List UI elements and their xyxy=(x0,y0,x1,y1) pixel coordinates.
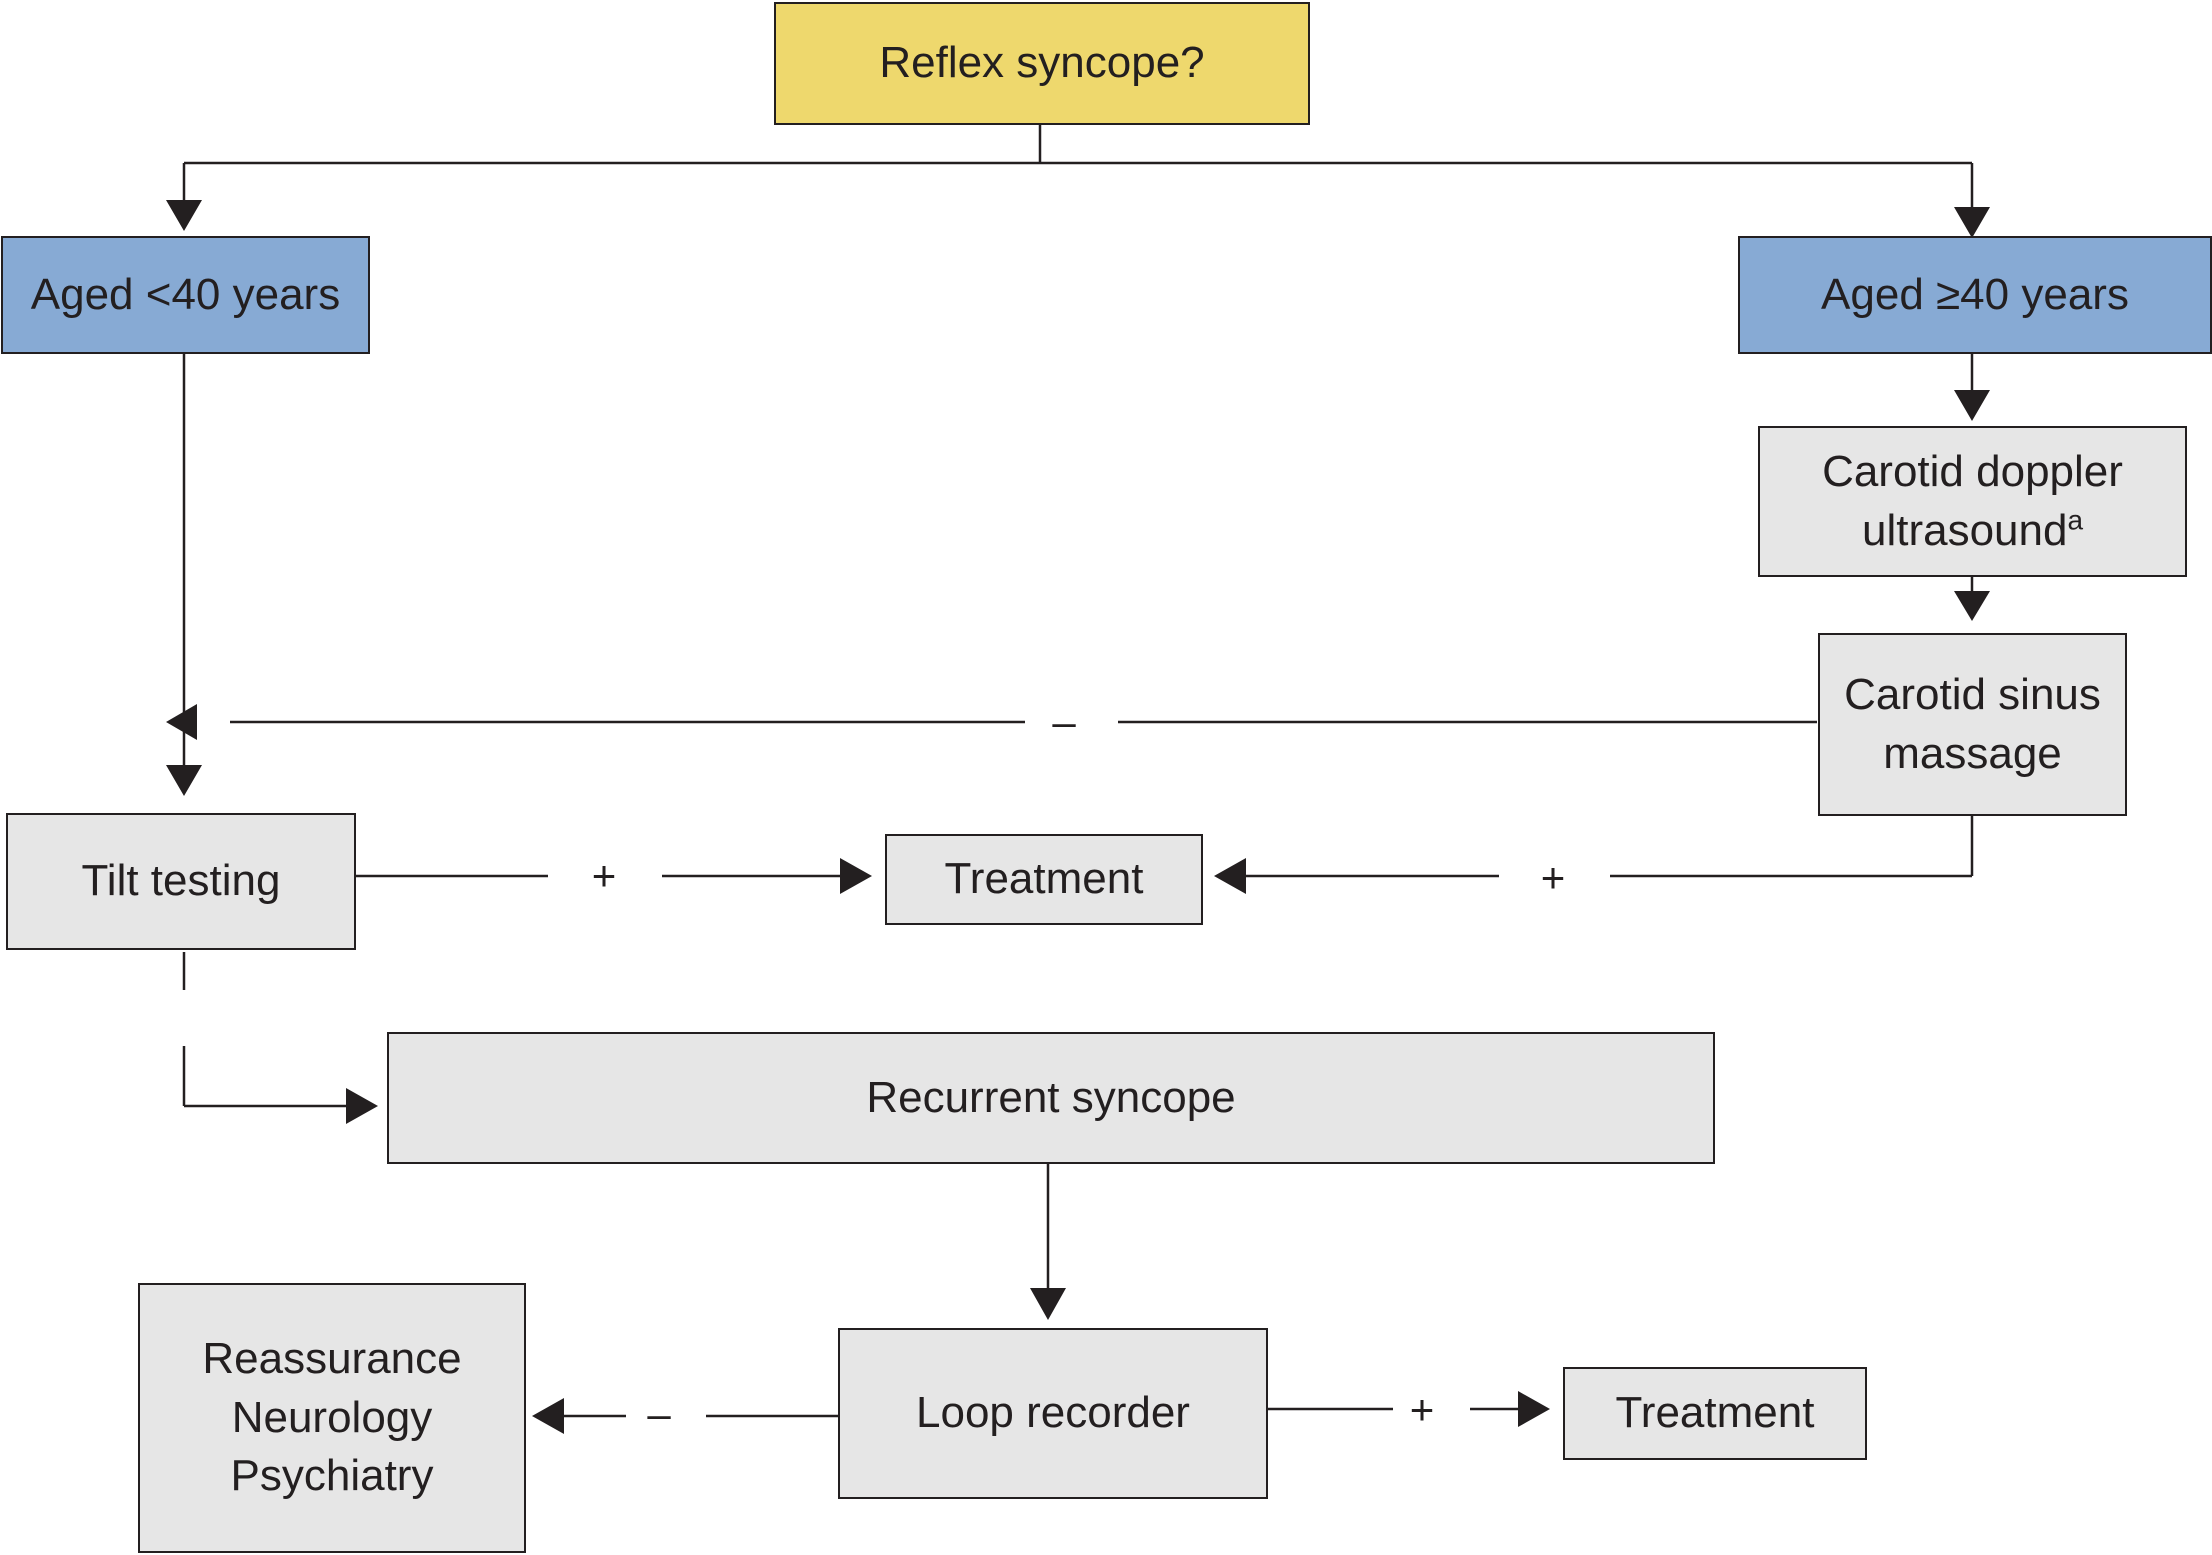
tilt-testing-node: Tilt testing xyxy=(6,813,356,950)
treatment-mid-label: Treatment xyxy=(944,854,1144,904)
arrowhead-to-doppler xyxy=(1954,390,1990,421)
arrowhead-to-referral xyxy=(532,1398,564,1434)
recurrent-syncope-label: Recurrent syncope xyxy=(866,1072,1236,1122)
referral-psychiatry: Psychiatry xyxy=(230,1451,434,1501)
arrowhead-to-sinus xyxy=(1954,591,1990,621)
arrowhead-to-loop xyxy=(1030,1288,1066,1320)
reflex-syncope-node: Reflex syncope? xyxy=(774,2,1310,125)
loop-recorder-label: Loop recorder xyxy=(916,1388,1190,1438)
treatment-mid-node: Treatment xyxy=(885,834,1203,925)
aged-under-40-node: Aged <40 years xyxy=(1,236,370,354)
carotid-sinus-line1: Carotid sinus xyxy=(1844,669,2101,719)
referral-reassurance: Reassurance xyxy=(202,1333,462,1383)
arrowhead-sinus-negative xyxy=(166,704,197,740)
arrowhead-to-old xyxy=(1954,207,1990,238)
arrowhead-sinus-to-treatment xyxy=(1214,858,1246,894)
carotid-sinus-line2: massage xyxy=(1883,728,2062,778)
referral-node: Reassurance Neurology Psychiatry xyxy=(138,1283,526,1553)
treatment-bottom-label: Treatment xyxy=(1615,1388,1815,1438)
loop-recorder-node: Loop recorder xyxy=(838,1328,1268,1499)
arrowhead-to-tilt xyxy=(166,765,202,796)
arrowhead-to-young xyxy=(166,200,202,231)
aged-40-plus-label: Aged ≥40 years xyxy=(1821,269,2129,319)
aged-under-40-label: Aged <40 years xyxy=(30,269,341,319)
carotid-doppler-line2: ultrasounda xyxy=(1862,502,2083,561)
loop-negative-label: – xyxy=(647,1390,671,1437)
referral-neurology: Neurology xyxy=(231,1392,433,1442)
carotid-doppler-footnote-mark: a xyxy=(2067,503,2084,535)
sinus-positive-label: + xyxy=(1540,854,1566,901)
carotid-doppler-line1: Carotid doppler xyxy=(1822,446,2123,496)
reflex-syncope-label: Reflex syncope? xyxy=(879,38,1205,88)
carotid-doppler-line2-text: ultrasound xyxy=(1861,505,2068,555)
tilt-positive-label: + xyxy=(591,852,617,899)
arrowhead-to-recurrent xyxy=(346,1088,378,1124)
loop-positive-label: + xyxy=(1409,1386,1435,1433)
tilt-testing-label: Tilt testing xyxy=(81,856,281,906)
arrowhead-to-treatment-bottom xyxy=(1518,1391,1550,1427)
sinus-negative-label: – xyxy=(1052,698,1076,745)
treatment-bottom-node: Treatment xyxy=(1563,1367,1867,1460)
arrowhead-tilt-to-treatment xyxy=(840,858,872,894)
aged-40-plus-node: Aged ≥40 years xyxy=(1738,236,2212,354)
recurrent-syncope-node: Recurrent syncope xyxy=(387,1032,1715,1164)
carotid-sinus-massage-node: Carotid sinus massage xyxy=(1818,633,2127,816)
carotid-doppler-node: Carotid doppler ultrasounda xyxy=(1758,426,2187,577)
